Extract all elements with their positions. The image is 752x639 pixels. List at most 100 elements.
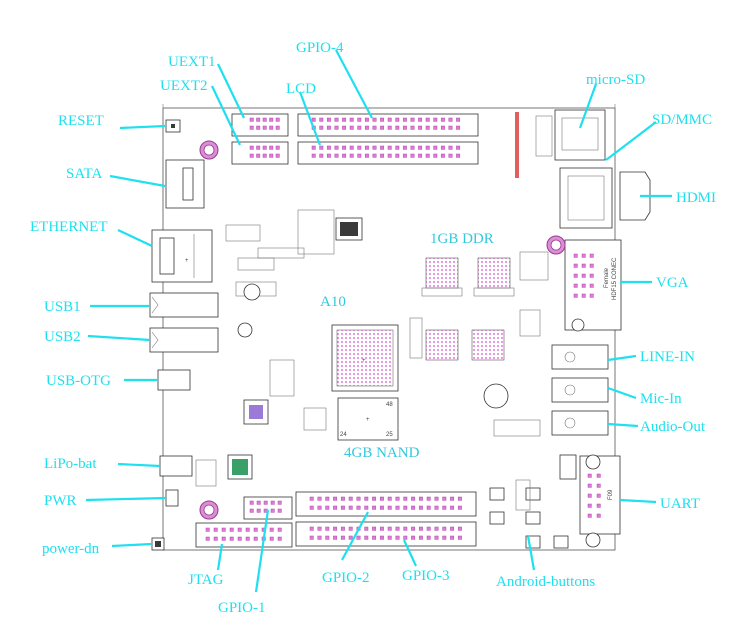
header-pin xyxy=(357,125,362,130)
label-usb2: USB2 xyxy=(44,329,81,345)
header-pin xyxy=(457,505,462,510)
header-pin xyxy=(348,496,353,501)
header-pin xyxy=(581,253,586,258)
header-pin xyxy=(581,263,586,268)
header-pin xyxy=(433,117,438,122)
header-pin xyxy=(356,505,361,510)
label-gpio4: GPIO-4 xyxy=(296,40,344,56)
header-pin xyxy=(319,153,324,158)
header-pin xyxy=(403,535,408,540)
passive-components xyxy=(195,112,577,511)
lcd-connector xyxy=(297,141,479,165)
header-pin xyxy=(573,253,578,258)
header-pin xyxy=(589,253,594,258)
header-pin xyxy=(319,145,324,150)
label-vga: VGA xyxy=(656,275,689,291)
header-pin xyxy=(253,527,258,532)
header-pin xyxy=(457,526,462,531)
header-pin xyxy=(433,125,438,130)
header-pin xyxy=(326,125,331,130)
label-hdmi: HDMI xyxy=(676,190,716,206)
mic-in-jack xyxy=(551,377,609,403)
header-pin xyxy=(325,535,330,540)
header-pin xyxy=(342,153,347,158)
header-pin xyxy=(379,505,384,510)
header-pin xyxy=(411,535,416,540)
ddr-label: 1GB DDR xyxy=(430,231,494,247)
vga-silk-conn: HDF15 CONEC xyxy=(612,257,618,300)
header-pin xyxy=(256,125,261,130)
header-pin xyxy=(262,153,267,158)
usb1-port xyxy=(149,292,219,318)
header-pin xyxy=(596,503,601,508)
gpio2-connector xyxy=(295,491,477,517)
header-pin xyxy=(380,125,385,130)
header-pin xyxy=(269,145,274,150)
header-pin xyxy=(269,527,274,532)
svg-text:25: 25 xyxy=(386,432,393,438)
header-pin xyxy=(325,496,330,501)
uart-connector: F09 xyxy=(579,455,621,535)
header-pin xyxy=(357,153,362,158)
header-pin xyxy=(256,117,261,122)
gpio4-connector xyxy=(297,113,479,137)
header-pin xyxy=(269,117,274,122)
ddr-chips xyxy=(425,257,511,361)
header-pin xyxy=(364,117,369,122)
header-pin xyxy=(349,145,354,150)
svg-text:+: + xyxy=(362,358,366,364)
header-pin xyxy=(348,526,353,531)
header-pin xyxy=(596,473,601,478)
header-pin xyxy=(426,496,431,501)
label-mic-in: Mic-In xyxy=(640,391,682,407)
label-uext1: UEXT1 xyxy=(168,54,216,70)
label-uext2: UEXT2 xyxy=(160,78,208,94)
header-pin xyxy=(326,117,331,122)
header-pin xyxy=(589,273,594,278)
header-pin xyxy=(364,125,369,130)
header-pin xyxy=(442,505,447,510)
uext1-connector xyxy=(231,113,289,137)
header-pin xyxy=(249,117,254,122)
uext2-connector xyxy=(231,141,289,165)
header-pin xyxy=(403,496,408,501)
jtag-connector xyxy=(195,522,293,548)
header-pin xyxy=(333,496,338,501)
header-pin xyxy=(410,153,415,158)
header-pin xyxy=(221,527,226,532)
header-pin xyxy=(311,117,316,122)
header-pin xyxy=(573,273,578,278)
header-pin xyxy=(275,145,280,150)
header-pin xyxy=(311,153,316,158)
hdmi-connector xyxy=(619,171,651,221)
usb2-port xyxy=(149,327,219,353)
header-pin xyxy=(364,526,369,531)
header-pin xyxy=(440,117,445,122)
label-reset: RESET xyxy=(58,113,104,129)
header-pin xyxy=(349,117,354,122)
header-pin xyxy=(334,125,339,130)
header-pin xyxy=(387,117,392,122)
header-pin xyxy=(426,526,431,531)
header-pin xyxy=(596,493,601,498)
header-pin xyxy=(411,496,416,501)
uart-silk: F09 xyxy=(608,489,614,500)
header-pin xyxy=(325,526,330,531)
label-android-buttons: Android-buttons xyxy=(496,574,595,590)
header-pin xyxy=(249,145,254,150)
header-pin xyxy=(589,283,594,288)
header-pin xyxy=(418,526,423,531)
header-pin xyxy=(269,125,274,130)
header-pin xyxy=(309,526,314,531)
label-usb1: USB1 xyxy=(44,299,81,315)
label-sd-mmc: SD/MMC xyxy=(652,112,712,128)
label-audio-out: Audio-Out xyxy=(640,419,706,435)
leader-lines xyxy=(85,49,672,593)
header-pin xyxy=(587,473,592,478)
header-pin xyxy=(395,505,400,510)
header-pin xyxy=(418,125,423,130)
header-pin xyxy=(440,145,445,150)
header-pin xyxy=(440,153,445,158)
header-pin xyxy=(269,153,274,158)
